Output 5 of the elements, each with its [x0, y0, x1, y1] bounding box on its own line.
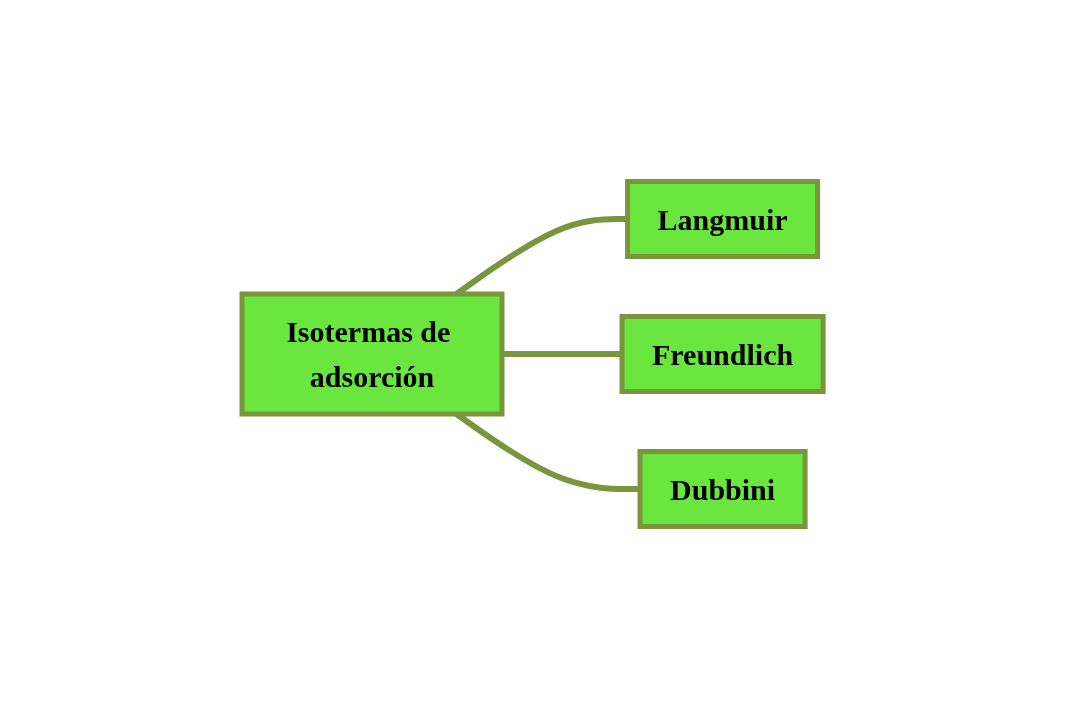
node-box: Langmuir: [625, 179, 821, 259]
connector: [502, 351, 623, 357]
node-box: Freundlich: [619, 314, 827, 394]
node-box: Isotermas de adsorción: [239, 291, 505, 417]
node-box: Dubbini: [637, 449, 809, 529]
